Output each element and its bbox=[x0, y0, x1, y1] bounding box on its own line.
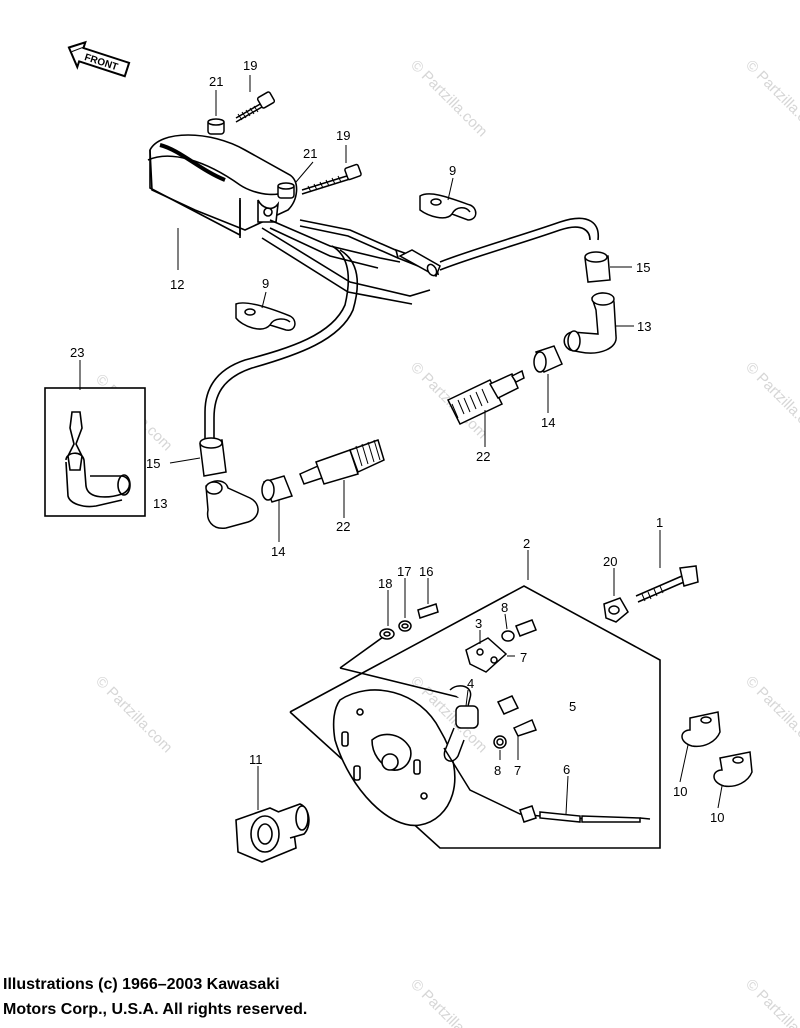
callout-2: 2 bbox=[523, 536, 530, 551]
callout-22: 22 bbox=[476, 449, 490, 464]
callout-14: 14 bbox=[541, 415, 555, 430]
callout-16: 16 bbox=[419, 564, 433, 579]
collar-upper bbox=[207, 118, 225, 135]
inset-box bbox=[44, 387, 146, 517]
callout-10: 10 bbox=[673, 784, 687, 799]
lead-wire bbox=[519, 805, 651, 823]
callout-15: 15 bbox=[636, 260, 650, 275]
watermark: © Partzilla.com bbox=[92, 673, 175, 756]
callout-numbers: 19 21 19 21 9 12 15 13 9 23 14 22 15 13 … bbox=[70, 58, 724, 825]
watermark: © Partzilla.com bbox=[407, 57, 490, 140]
callout-10: 10 bbox=[710, 810, 724, 825]
callout-8: 8 bbox=[494, 763, 501, 778]
callout-21: 21 bbox=[209, 74, 223, 89]
callout-17: 17 bbox=[397, 564, 411, 579]
plug-cap-right bbox=[563, 251, 617, 354]
callout-3: 3 bbox=[475, 616, 482, 631]
watermark: © Partzilla.com bbox=[407, 976, 490, 1028]
callout-13: 13 bbox=[153, 496, 167, 511]
watermark: © Partzilla.com bbox=[742, 976, 800, 1028]
copyright-line-1: Illustrations (c) 1966–2003 Kawasaki bbox=[3, 976, 280, 993]
seal-right bbox=[533, 345, 563, 374]
front-arrow-icon: FRONT bbox=[67, 40, 131, 78]
clamp-10-lower bbox=[713, 751, 753, 788]
cable-end-left bbox=[398, 249, 441, 278]
seal-left bbox=[261, 475, 294, 503]
ignition-coil bbox=[147, 134, 298, 238]
callout-14: 14 bbox=[271, 544, 285, 559]
callout-18: 18 bbox=[378, 576, 392, 591]
plug-cap-left bbox=[199, 437, 259, 529]
spark-plug-right bbox=[446, 369, 525, 425]
callout-6: 6 bbox=[563, 762, 570, 777]
base-plate bbox=[332, 689, 456, 827]
callout-7: 7 bbox=[514, 763, 521, 778]
callout-19: 19 bbox=[243, 58, 257, 73]
clamp-lower bbox=[235, 302, 296, 331]
bolt-upper bbox=[235, 91, 276, 123]
callout-15: 15 bbox=[146, 456, 160, 471]
callout-5: 5 bbox=[569, 699, 576, 714]
callout-1: 1 bbox=[656, 515, 663, 530]
callout-8: 8 bbox=[501, 600, 508, 615]
watermark: © Partzilla.com bbox=[742, 359, 800, 442]
condenser bbox=[443, 685, 641, 821]
leader-lines bbox=[79, 75, 723, 815]
callout-9: 9 bbox=[449, 163, 456, 178]
bolt-1 bbox=[635, 565, 699, 603]
callout-11: 11 bbox=[249, 752, 263, 767]
small-parts bbox=[379, 603, 537, 749]
copyright-line-2: Motors Corp., U.S.A. All rights reserved… bbox=[3, 1001, 308, 1018]
copyright-notice: Illustrations (c) 1966–2003 Kawasaki Mot… bbox=[3, 972, 307, 1022]
washer-20 bbox=[603, 597, 629, 623]
callout-4: 4 bbox=[467, 676, 474, 691]
callout-21: 21 bbox=[303, 146, 317, 161]
callout-19: 19 bbox=[336, 128, 350, 143]
callout-9: 9 bbox=[262, 276, 269, 291]
contact-breaker-points bbox=[465, 637, 508, 673]
bolt-lower bbox=[301, 163, 362, 195]
spark-plug-left bbox=[299, 439, 385, 485]
callout-12: 12 bbox=[170, 277, 184, 292]
callout-20: 20 bbox=[603, 554, 617, 569]
callout-23: 23 bbox=[70, 345, 84, 360]
callout-22: 22 bbox=[336, 519, 350, 534]
collar-lower bbox=[277, 182, 295, 199]
watermark: © Partzilla.com bbox=[742, 57, 800, 140]
clamp-upper bbox=[419, 193, 477, 221]
watermark: © Partzilla.com bbox=[742, 673, 800, 756]
clamp-10-upper bbox=[681, 711, 721, 748]
high-tension-leads bbox=[204, 217, 599, 445]
callout-7: 7 bbox=[520, 650, 527, 665]
callout-13: 13 bbox=[637, 319, 651, 334]
spark-advancer bbox=[235, 803, 310, 863]
